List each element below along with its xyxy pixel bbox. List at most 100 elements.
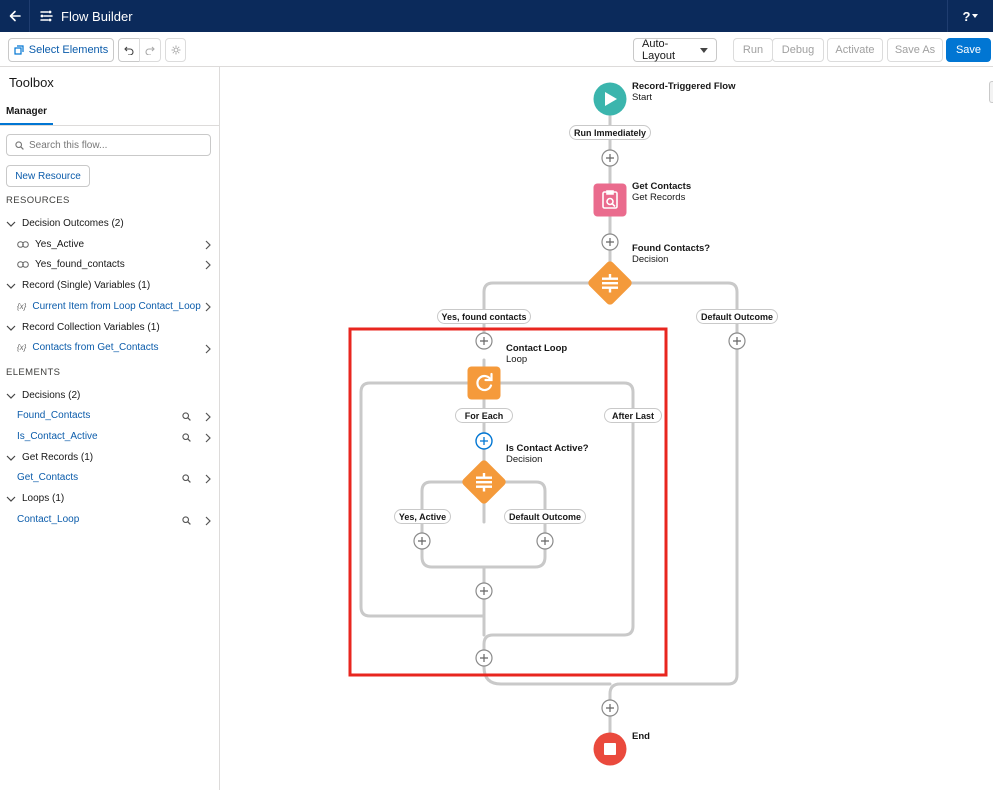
start-node: [593, 82, 627, 116]
add-element-button: [475, 332, 493, 350]
end-node-label: End: [632, 731, 650, 742]
select-elements-label: Select Elements: [28, 44, 109, 56]
activate-button[interactable]: Activate: [827, 38, 883, 62]
list-item[interactable]: Is_Contact_Active: [17, 431, 98, 442]
contact-loop-title: Contact Loop: [506, 343, 568, 354]
canvas-scroll-handle[interactable]: [989, 81, 993, 103]
add-element-button: [413, 532, 431, 550]
chevron-right-icon[interactable]: [205, 260, 211, 270]
group-loops[interactable]: Loops (1): [6, 493, 64, 504]
save-button[interactable]: Save: [946, 38, 991, 62]
flow-canvas[interactable]: Record-Triggered Flow Start Run Immediat…: [220, 67, 993, 790]
list-item[interactable]: Found_Contacts: [17, 410, 90, 421]
help-menu-button[interactable]: ?: [947, 0, 993, 32]
caret-down-icon: [972, 14, 979, 18]
contact-loop-label: Contact Loop Loop: [506, 343, 567, 365]
layout-select[interactable]: Auto-Layout: [633, 38, 717, 62]
toolbox-title: Toolbox: [9, 75, 54, 90]
save-as-label: Save As: [894, 44, 936, 56]
chevron-right-icon[interactable]: [205, 240, 211, 250]
redo-icon: [145, 46, 155, 55]
undo-icon: [124, 46, 134, 55]
found-contacts-label: Found Contacts? Decision: [632, 243, 710, 265]
chevron-right-icon[interactable]: [205, 433, 211, 443]
is-contact-active-decision-node: [462, 460, 506, 504]
app-title: Flow Builder: [61, 8, 133, 24]
found-contacts-title: Found Contacts?: [632, 243, 711, 254]
chevron-down-icon: [6, 393, 16, 399]
group-label: Get Records (1): [22, 452, 94, 463]
found-contacts-subtitle: Decision: [632, 254, 669, 265]
undo-button[interactable]: [118, 38, 140, 62]
search-placeholder: Search this flow...: [29, 139, 108, 151]
add-element-button-active: [475, 432, 493, 450]
outcome-yes-found-contacts[interactable]: Yes, found contacts: [437, 309, 531, 324]
end-title: End: [632, 731, 650, 742]
run-button[interactable]: Run: [733, 38, 773, 62]
group-decisions[interactable]: Decisions (2): [6, 390, 80, 401]
flow-settings-button[interactable]: [165, 38, 186, 62]
tab-manager[interactable]: Manager: [0, 100, 53, 125]
chevron-right-icon[interactable]: [205, 344, 211, 354]
loop-after-last-label[interactable]: After Last: [604, 408, 662, 423]
group-record-single[interactable]: Record (Single) Variables (1): [6, 280, 150, 291]
chevron-right-icon[interactable]: [205, 302, 211, 312]
is-contact-active-title: Is Contact Active?: [506, 443, 589, 454]
redo-button[interactable]: [139, 38, 161, 62]
item-label: Contact_Loop: [17, 514, 80, 525]
add-element-buttons: [413, 149, 746, 717]
chevron-down-icon: [6, 325, 16, 331]
list-item[interactable]: Get_Contacts: [17, 472, 78, 483]
outcome-default-inner[interactable]: Default Outcome: [504, 509, 586, 524]
end-node: [593, 732, 627, 766]
select-elements-button[interactable]: Select Elements: [8, 38, 114, 62]
group-record-collection[interactable]: Record Collection Variables (1): [6, 322, 160, 333]
item-label: Is_Contact_Active: [17, 431, 98, 442]
add-element-button: [601, 233, 619, 251]
list-item[interactable]: Yes_found_contacts: [17, 259, 125, 270]
back-button[interactable]: [0, 0, 30, 32]
group-get-records[interactable]: Get Records (1): [6, 452, 93, 463]
chevron-down-icon: [6, 496, 16, 502]
group-label: Record (Single) Variables (1): [22, 280, 151, 291]
list-item[interactable]: {x} Current Item from Loop Contact_Loop: [17, 301, 201, 312]
flow-connectors: [348, 82, 746, 766]
add-element-button: [475, 582, 493, 600]
chevron-right-icon[interactable]: [205, 516, 211, 526]
debug-button[interactable]: Debug: [772, 38, 824, 62]
loop-for-each-label[interactable]: For Each: [455, 408, 513, 423]
group-label: Loops (1): [22, 493, 65, 504]
gear-icon: [171, 45, 180, 55]
add-element-button: [601, 149, 619, 167]
chevron-right-icon[interactable]: [205, 412, 211, 422]
chevron-right-icon[interactable]: [205, 474, 211, 484]
new-resource-button[interactable]: New Resource: [6, 165, 90, 187]
outcome-default-outer[interactable]: Default Outcome: [696, 309, 778, 324]
search-icon: [15, 141, 24, 150]
item-label: Contacts from Get_Contacts: [32, 342, 159, 353]
item-label: Yes_Active: [35, 239, 85, 250]
add-element-button: [536, 532, 554, 550]
group-label: Decisions (2): [22, 390, 81, 401]
get-contacts-label: Get Contacts Get Records: [632, 181, 691, 203]
group-label: Record Collection Variables (1): [22, 322, 160, 333]
start-subtitle: Start: [632, 92, 653, 103]
search-icon[interactable]: [182, 412, 191, 421]
chevron-down-icon: [6, 455, 16, 461]
list-item[interactable]: Yes_Active: [17, 239, 84, 250]
search-input[interactable]: Search this flow...: [6, 134, 211, 156]
activate-label: Activate: [835, 44, 875, 56]
search-icon[interactable]: [182, 433, 191, 442]
search-icon[interactable]: [182, 474, 191, 483]
toolbar: Select Elements Auto-Layout Run Debug Ac…: [0, 32, 993, 67]
add-element-button: [601, 699, 619, 717]
save-as-button[interactable]: Save As: [887, 38, 943, 62]
get-contacts-subtitle: Get Records: [632, 192, 686, 203]
add-element-button: [728, 332, 746, 350]
run-immediately-label[interactable]: Run Immediately: [569, 125, 651, 140]
list-item[interactable]: Contact_Loop: [17, 514, 79, 525]
outcome-yes-active[interactable]: Yes, Active: [394, 509, 451, 524]
group-decision-outcomes[interactable]: Decision Outcomes (2): [6, 218, 124, 229]
search-icon[interactable]: [182, 516, 191, 525]
list-item[interactable]: {x} Contacts from Get_Contacts: [17, 342, 159, 353]
